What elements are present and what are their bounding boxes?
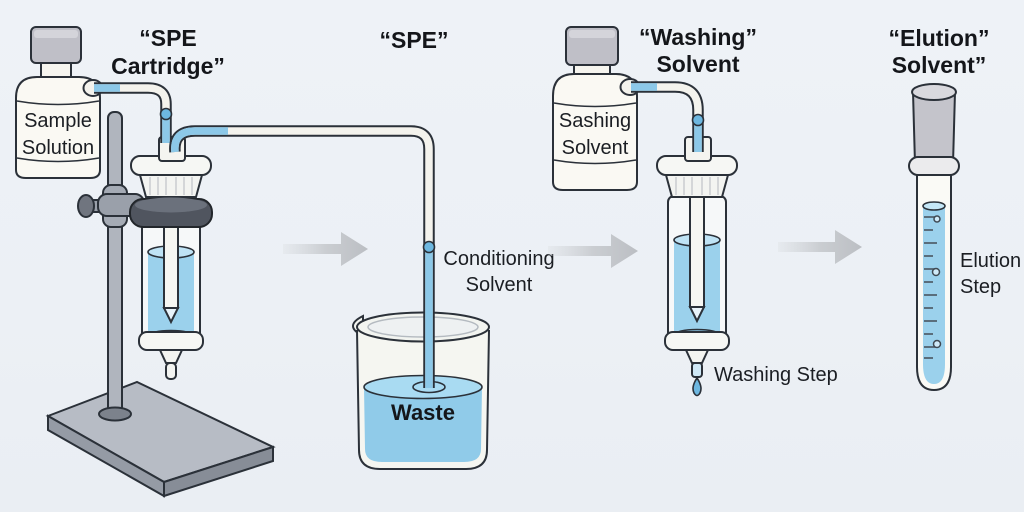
tube-ball-joint (422, 240, 436, 254)
washing-bottle-label-line1: Sashing (559, 110, 631, 132)
washing-step-label: Washing Step (714, 364, 838, 386)
sample-bottle-label-line1: Sample (24, 110, 92, 132)
stand-pole (107, 111, 123, 415)
stand-pole-collar (98, 406, 132, 422)
stage-washing: “Washing” Solvent Sashing Solvent (552, 24, 838, 397)
stand-base-right (163, 445, 274, 498)
waste-beaker: Waste (352, 311, 490, 470)
washing-bottle-label-line2: Solvent (562, 137, 629, 159)
tube-ball-joint (159, 107, 173, 121)
cartridge-nozzle (158, 349, 184, 364)
washing-bottle: Sashing Solvent (552, 26, 641, 191)
stage-conditioning: “SPE” Waste Conditioning Solvent (169, 27, 555, 470)
sample-bottle: Sample Solution (15, 26, 104, 179)
flow-arrow-2 (548, 234, 638, 268)
test-tube-cap (911, 91, 957, 165)
tube-cartridge-to-waste (169, 125, 436, 388)
test-tube-liquid-surface (922, 201, 946, 211)
stage-elution: “Elution” Solvent” Eluti (889, 25, 1021, 392)
spe-cartridge-2 (656, 136, 738, 397)
spe-cartridge-title-line1: “SPE (139, 25, 197, 51)
cartridge-bottom-flange (664, 331, 730, 351)
conditioning-solvent-label-line1: Conditioning (443, 248, 554, 270)
spe-title: “SPE” (379, 27, 448, 53)
elution-solvent-title-line2: Solvent” (892, 52, 987, 78)
conditioning-solvent-label-line2: Solvent (466, 274, 533, 296)
beaker-liquid-surface (363, 374, 483, 400)
test-tube-cap-top (911, 83, 957, 101)
bubbles (931, 215, 942, 349)
test-tube-neck-ring (908, 156, 960, 176)
ring-stand (45, 111, 276, 498)
clamp (77, 184, 145, 228)
flow-arrow-3 (778, 230, 862, 264)
bottle-body (552, 73, 638, 191)
stage-sample-loading: Sample Solution (15, 25, 276, 498)
spe-cartridge-1 (129, 136, 213, 380)
washing-solvent-title-line2: Solvent (656, 51, 739, 77)
tube-washing-to-cartridge (631, 81, 705, 152)
collection-test-tube (908, 83, 960, 392)
flow-arrow-1 (283, 232, 368, 266)
tube-ball-joint (691, 113, 705, 127)
beaker-liquid (364, 387, 482, 462)
washing-solvent-title-line1: “Washing” (639, 24, 757, 50)
liquid-drop (692, 376, 702, 397)
elution-solvent-title-line1: “Elution” (889, 25, 990, 51)
sample-bottle-label-line2: Solution (22, 137, 94, 159)
bottle-body (15, 76, 101, 179)
clamp-knob (77, 194, 95, 218)
elution-step-label-line2: Step (960, 276, 1001, 298)
spe-cartridge-title-line2: Cartridge” (111, 53, 225, 79)
cartridge-nozzle (684, 349, 710, 364)
waste-label: Waste (391, 400, 455, 425)
tube-sample-to-cartridge (94, 82, 173, 143)
elution-step-label-line1: Elution (960, 250, 1021, 272)
cartridge-bottom-flange (138, 331, 204, 351)
